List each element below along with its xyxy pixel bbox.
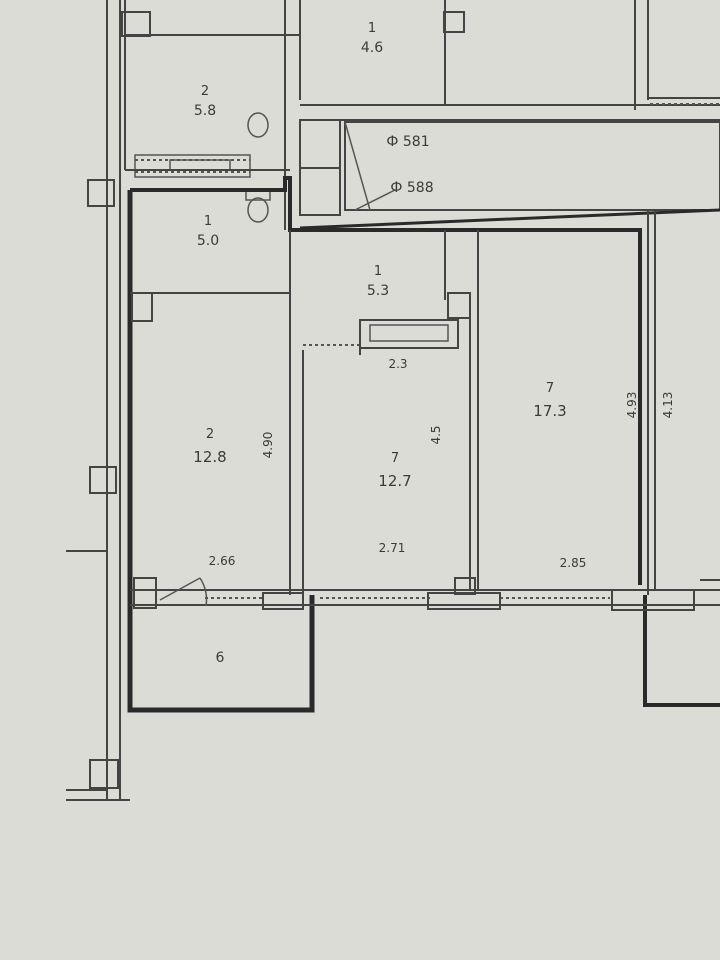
room-area-bath-top: 5.8 xyxy=(194,103,216,119)
room-labels: 1 4.6 2 5.8 1 5.0 1 5.3 2 12.8 7 12.7 7 … xyxy=(193,21,566,666)
dimension-labels: 2.66 2.71 2.85 2.3 4.90 4.5 4.93 4.13 xyxy=(209,357,675,570)
room-index-bath-top: 2 xyxy=(201,84,209,99)
exterior-wall-left xyxy=(66,0,130,801)
closet xyxy=(359,319,459,355)
room-index-right: 7 xyxy=(546,381,554,396)
dim-right-depth: 4.93 xyxy=(625,392,639,419)
dim-closet: 2.3 xyxy=(388,357,407,371)
dim-far-depth: 4.13 xyxy=(661,392,675,419)
room-area-bath: 5.0 xyxy=(197,233,219,249)
stair-mark-lower: Ф 588 xyxy=(390,180,433,196)
bath-fixtures xyxy=(125,112,290,223)
room-index-bath: 1 xyxy=(204,214,212,229)
room-index-hall: 1 xyxy=(374,264,382,279)
room-index-left: 2 xyxy=(206,427,214,442)
room-index-top-room: 1 xyxy=(368,21,376,36)
dim-left-width: 2.66 xyxy=(209,554,236,568)
window-wall xyxy=(130,577,720,611)
upper-rooms xyxy=(121,0,720,230)
room-area-top-room: 4.6 xyxy=(361,40,383,56)
dim-mid-width: 2.71 xyxy=(379,541,406,555)
room-area-mid: 12.7 xyxy=(378,472,411,490)
interior-walls xyxy=(130,210,720,595)
room-index-mid: 7 xyxy=(391,451,399,466)
dim-mid-depth: 4.5 xyxy=(429,425,443,444)
dim-left-depth: 4.90 xyxy=(261,432,275,459)
stair-shaft xyxy=(299,119,720,216)
room-area-left: 12.8 xyxy=(193,448,226,466)
stair-mark-upper: Ф 581 xyxy=(386,134,429,150)
room-area-hall: 5.3 xyxy=(367,283,389,299)
room-area-balcony: 6 xyxy=(216,650,225,666)
dim-right-width: 2.85 xyxy=(560,556,587,570)
room-area-right: 17.3 xyxy=(533,402,566,420)
apartment-outline xyxy=(127,176,720,713)
stair-marks: Ф 581 Ф 588 xyxy=(386,134,433,196)
